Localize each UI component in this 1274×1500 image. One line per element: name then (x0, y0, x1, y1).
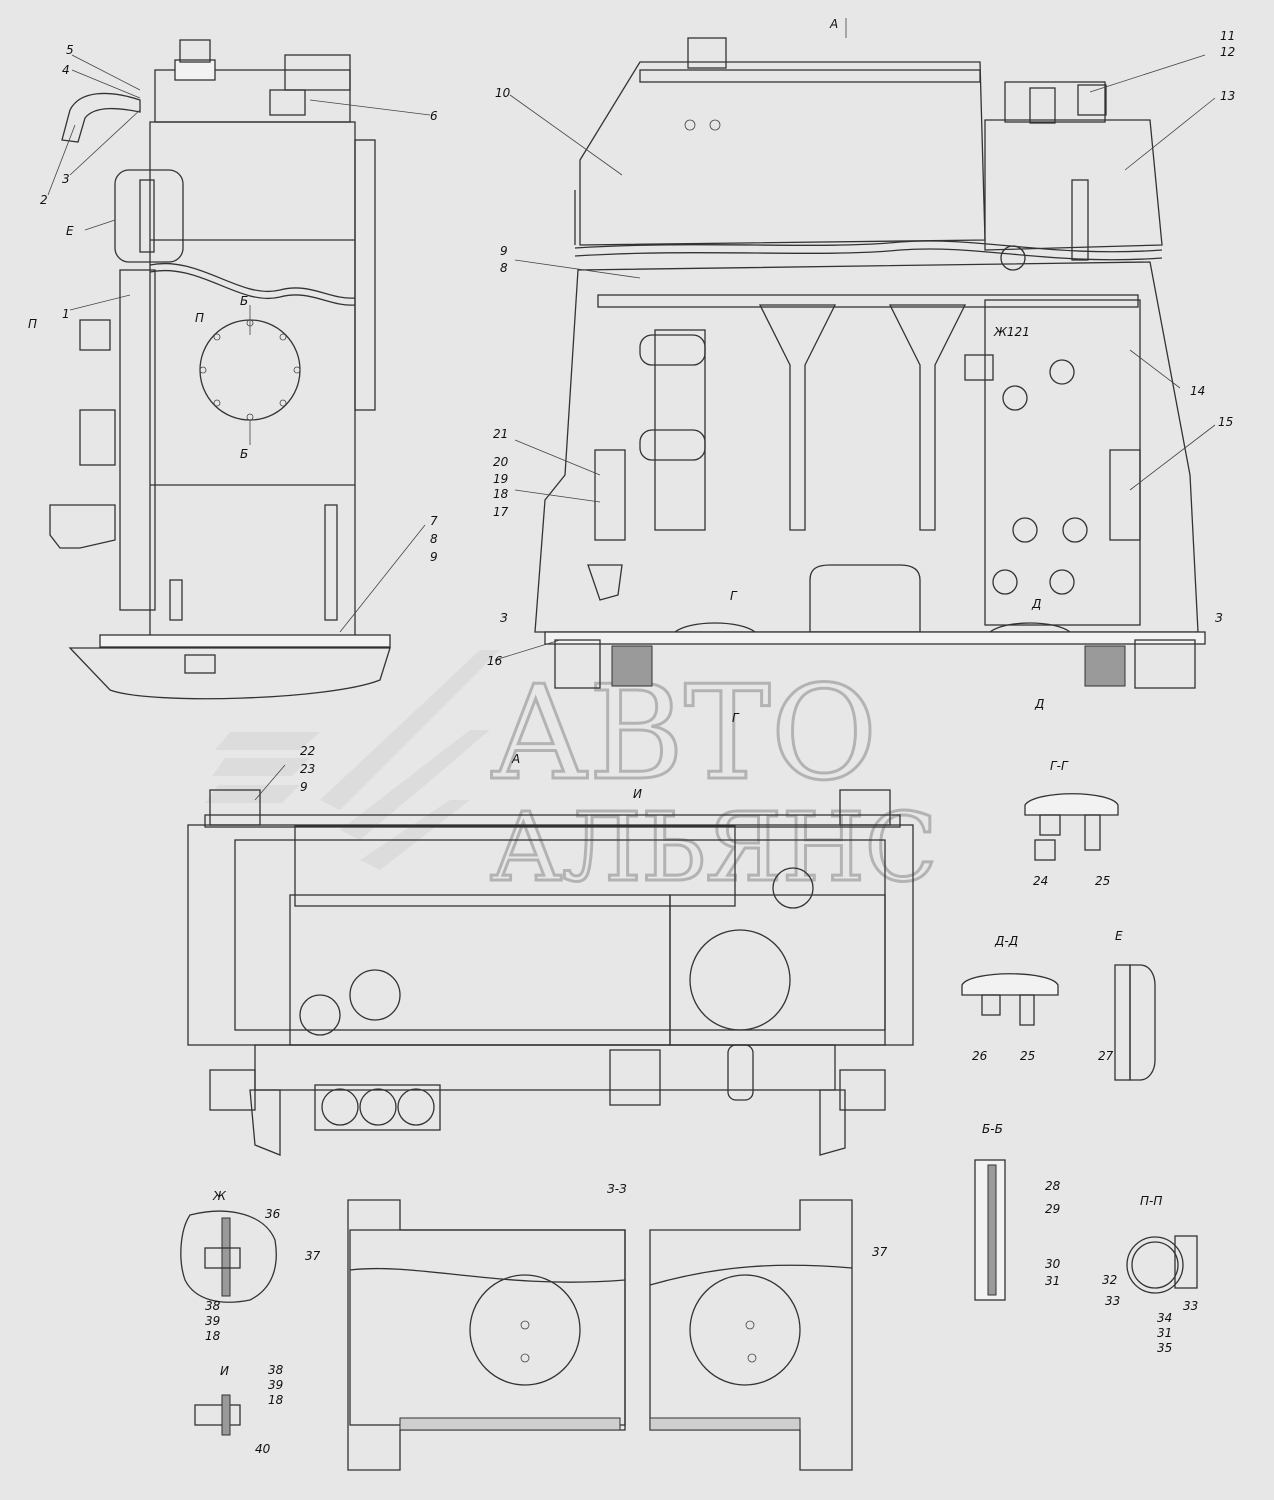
callout-8b: 9 (500, 244, 508, 258)
detail-zh (180, 1210, 277, 1303)
callout-37: 37 (305, 1249, 321, 1263)
callout-34: 34 (1157, 1311, 1172, 1325)
section-mark-b-bottom: Б (240, 447, 248, 461)
callout-32: 32 (1102, 1273, 1117, 1287)
callout-33: 33 (1105, 1294, 1120, 1308)
title-z-z: З-З (607, 1182, 627, 1196)
detail-p-p (1126, 1235, 1198, 1294)
section-mark-b-top: Б (240, 294, 248, 308)
callout-9: 9 (430, 550, 438, 564)
callout-25b: 25 (1020, 1049, 1035, 1063)
callout-31b: 31 (1157, 1326, 1172, 1340)
title-p-p: П-П (1140, 1194, 1162, 1208)
callout-24: 24 (1033, 874, 1048, 888)
view-mark-i: И (633, 787, 642, 801)
callout-23: 23 (300, 762, 315, 776)
callout-35: 35 (1157, 1341, 1172, 1355)
detail-e (1114, 964, 1156, 1081)
callout-9b: 8 (500, 261, 508, 275)
title-a: А (511, 752, 520, 766)
callout-7: 7 (430, 514, 438, 528)
callout-25: 25 (1095, 874, 1110, 888)
title-e: Е (1115, 929, 1123, 943)
callout-37b: 37 (872, 1245, 888, 1259)
title-b-b: Б-Б (982, 1122, 1003, 1136)
title-i: И (220, 1364, 229, 1378)
callout-1: 1 (62, 307, 70, 321)
callout-3: 3 (62, 172, 70, 186)
section-mark-g-bottom: Г (732, 711, 740, 725)
callout-10: 10 (495, 86, 511, 100)
side-view (49, 39, 391, 700)
view-mark-e: Е (66, 224, 74, 238)
callout-26: 26 (972, 1049, 988, 1063)
detail-i (194, 1394, 241, 1436)
leader-lines (47, 54, 1216, 801)
callout-18b: 18 (205, 1329, 221, 1343)
callout-14: 14 (1190, 384, 1205, 398)
callout-6: 6 (430, 109, 438, 123)
callout-36: 36 (265, 1207, 281, 1221)
section-z-z (347, 1199, 853, 1471)
callout-5: 5 (66, 43, 74, 57)
callout-33b: 33 (1183, 1299, 1198, 1313)
callout-9c: 9 (300, 780, 308, 794)
callout-labels: 5 4 3 2 6 1 7 8 9 10 11 12 13 9 8 14 15 … (40, 29, 1235, 1456)
detail-d-d (961, 973, 1059, 1026)
callout-20: 20 (493, 455, 509, 469)
callout-12: 12 (1220, 45, 1235, 59)
callout-8: 8 (430, 532, 438, 546)
callout-39: 39 (205, 1314, 220, 1328)
watermark-logo: АВТО АЛЬЯНС (205, 650, 939, 905)
title-g-g: Г-Г (1050, 759, 1069, 773)
callout-18c: 18 (268, 1393, 284, 1407)
section-mark-p-right: П (195, 311, 204, 325)
callout-4: 4 (62, 63, 70, 77)
callout-21: 21 (493, 427, 508, 441)
section-mark-z-left: З (500, 611, 508, 625)
callout-31: 31 (1045, 1274, 1060, 1288)
front-view (534, 37, 1206, 689)
hatch-bolts (199, 319, 301, 421)
callout-13: 13 (1220, 89, 1235, 103)
callout-22: 22 (300, 744, 315, 758)
callout-19: 19 (493, 472, 508, 486)
section-titles: Г-Г Д-Д Е Б-Б П-П З-З Ж И А (212, 752, 1162, 1378)
section-mark-p-left: П (28, 317, 37, 331)
section-mark-d-top: Д (1031, 597, 1041, 611)
callout-2: 2 (40, 193, 48, 207)
callout-16: 16 (487, 654, 503, 668)
watermark-line1: АВТО (490, 657, 877, 809)
title-zh: Ж (212, 1189, 227, 1203)
section-mark-d-bottom: Д (1034, 697, 1044, 711)
view-labels: А Б Б П П Г Г Д Д З З Е Ж121 И (28, 17, 1223, 801)
callout-29: 29 (1045, 1202, 1060, 1216)
callout-40: 40 (255, 1442, 271, 1456)
watermark-line2: АЛЬЯНС (490, 793, 938, 903)
section-mark-z-right: З (1215, 611, 1223, 625)
callout-38b: 38 (268, 1363, 284, 1377)
callout-39b: 39 (268, 1378, 283, 1392)
detail-g-g (1024, 793, 1119, 861)
callout-18: 18 (493, 487, 509, 501)
callout-30: 30 (1045, 1257, 1061, 1271)
callout-28: 28 (1045, 1179, 1061, 1193)
view-mark-zh121: Ж121 (993, 325, 1030, 339)
section-mark-g-top: Г (730, 589, 738, 603)
callout-17: 17 (493, 505, 509, 519)
callout-27: 27 (1098, 1049, 1114, 1063)
detail-b-b (974, 1159, 1006, 1301)
title-d-d: Д-Д (994, 934, 1018, 948)
callout-11: 11 (1220, 29, 1235, 43)
view-arrow-a: А (829, 17, 838, 31)
ports (992, 359, 1088, 595)
callout-15: 15 (1218, 415, 1233, 429)
callout-38: 38 (205, 1299, 221, 1313)
plan-view-a (187, 789, 914, 1156)
